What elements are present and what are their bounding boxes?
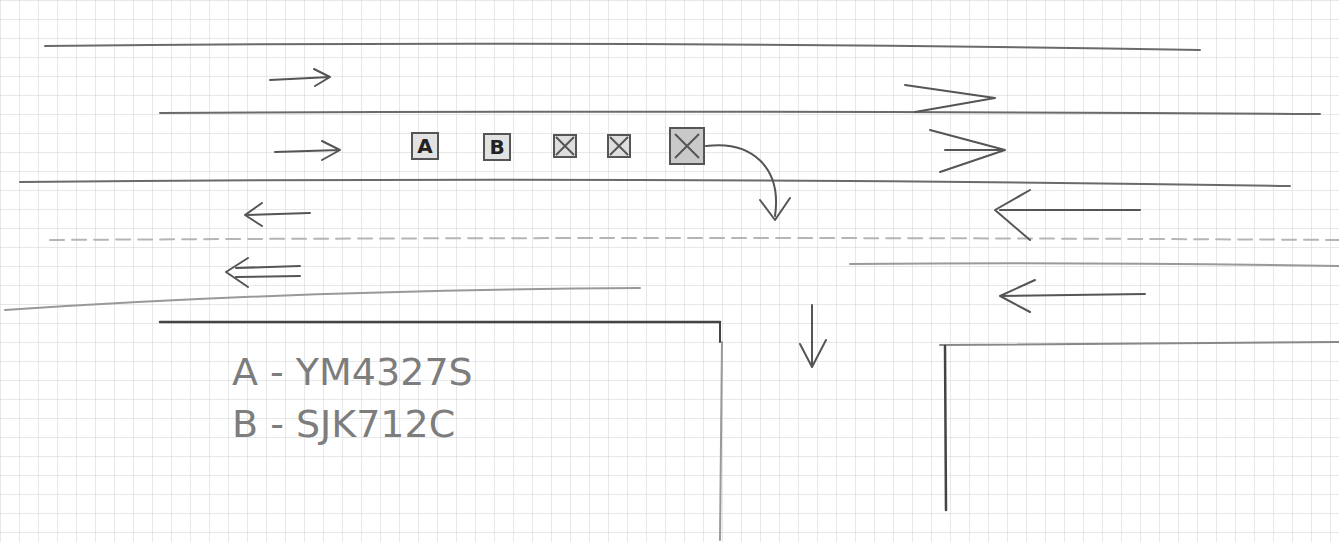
lane-line [160,112,1320,114]
direction-arrow [930,130,1005,172]
turn-arrow [706,145,790,220]
direction-arrow [905,85,995,112]
car-cross [675,134,699,158]
car-box [670,128,704,164]
road-edge [719,322,721,342]
side-road-edge [720,342,722,540]
direction-arrows [226,69,1145,367]
lane-line [850,263,1339,266]
direction-arrow [270,69,330,86]
plate-note: B - SJK712C [232,404,455,446]
car-cross [556,137,574,155]
car-box: B [483,133,511,161]
road-lines [5,44,1339,540]
plate-note: A - YM4327S [232,352,473,394]
car-box: A [411,132,439,160]
car-box [554,135,576,157]
road-edge [940,342,1339,345]
other-cars [554,128,704,164]
car-letter: A [417,136,432,156]
road-edge [160,321,720,324]
road-edge [45,44,1200,50]
car-cross [610,137,628,155]
lane-line [5,288,640,310]
car-box [608,135,630,157]
side-road-edge [945,346,946,510]
direction-arrow [800,305,826,367]
direction-arrow [995,190,1140,240]
direction-arrow [245,203,310,226]
direction-arrow [226,258,300,287]
direction-arrow [275,141,340,160]
direction-arrow [1000,280,1145,312]
car-letter: B [489,137,504,157]
center-line [50,238,1339,240]
lane-line [20,180,1290,186]
